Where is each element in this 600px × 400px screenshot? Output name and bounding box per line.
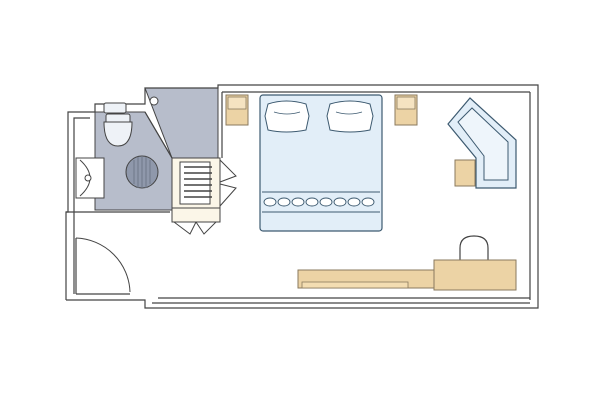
bed [259, 94, 383, 232]
shower [125, 155, 159, 189]
wardrobe [171, 157, 237, 235]
pillow [264, 100, 310, 133]
bathroom-partition-wall [144, 111, 173, 159]
wall-inner [73, 117, 90, 294]
desk [433, 259, 517, 291]
wall-outer [65, 84, 539, 309]
sink [75, 157, 105, 199]
bed-runner-pattern [263, 197, 375, 207]
nightstand-right [394, 94, 418, 126]
toilet [103, 102, 133, 147]
walls [65, 84, 539, 309]
entry-door [75, 237, 131, 295]
bathroom-fixture-knob [149, 96, 159, 106]
nightstand-left [225, 94, 249, 126]
sofa [447, 97, 517, 189]
luggage-bench [297, 269, 437, 289]
side-table [454, 159, 476, 187]
desk-chair [459, 235, 489, 262]
pillow [326, 100, 374, 133]
